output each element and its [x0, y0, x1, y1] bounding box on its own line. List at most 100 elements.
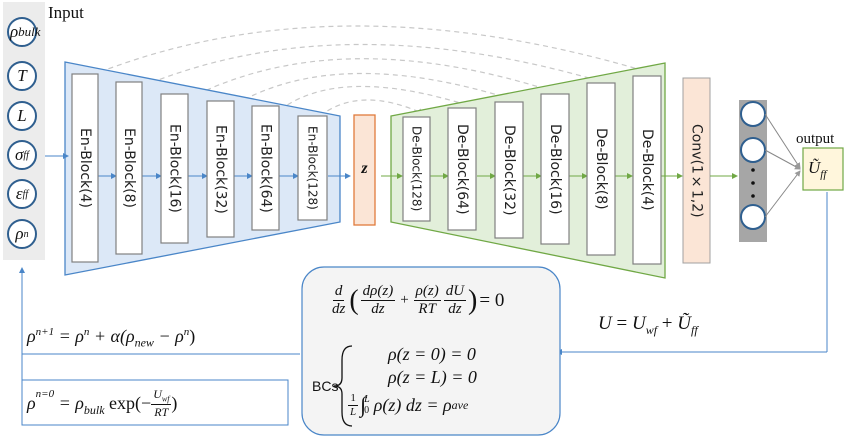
update-equation: ρn+1 = ρn + α(ρnew − ρn): [27, 326, 195, 351]
decoder-block: [447, 107, 477, 231]
eq-term: U: [631, 313, 646, 334]
frac-num: 1: [348, 391, 358, 406]
input-symbol: T: [17, 66, 27, 85]
encoder-block-label: En-Block(64): [257, 123, 274, 213]
output-subscript: ff: [820, 168, 827, 181]
skip-connection: [189, 58, 560, 99]
eq-sup: n: [83, 326, 90, 338]
fc-dot: [751, 181, 755, 185]
input-subscript: ff: [22, 188, 29, 200]
input-title: Input: [48, 3, 84, 22]
integral-upper: L: [364, 394, 370, 405]
eq-term: + α(ρ: [89, 326, 135, 346]
skip-connections: [99, 25, 650, 117]
eq-sub: bulk: [83, 403, 105, 418]
eq-fn: exp(−: [104, 392, 152, 413]
eq-term: ρ: [27, 326, 36, 346]
input-symbol: σ: [15, 145, 24, 164]
frac-num: ρ(z): [413, 283, 441, 301]
encoder-block: [251, 105, 280, 231]
frac-num: dU: [443, 283, 467, 301]
integral-lower: 0: [364, 405, 370, 416]
eq-term: Ũ: [677, 313, 691, 334]
eq-op: =: [611, 313, 632, 334]
latent-label: z: [361, 160, 368, 177]
skip-connection: [99, 25, 650, 74]
frac-den: dz: [332, 301, 346, 317]
input-subscript: bulk: [18, 24, 41, 39]
output-title: output: [796, 131, 835, 147]
decoder-block-label: De-Block(64): [454, 123, 470, 215]
input-subscript: ff: [23, 149, 29, 161]
decoder-block: [402, 116, 431, 222]
eq-term: U: [598, 313, 612, 334]
encoder-block-label: En-Block(16): [166, 124, 183, 213]
frac-den: L: [350, 405, 357, 418]
input-symbol: ε: [15, 184, 23, 203]
encoder-block: [160, 93, 189, 244]
integral-body: ρ(z) dz = ρ: [373, 394, 452, 415]
input-symbol: L: [17, 106, 27, 125]
skip-connection: [279, 85, 472, 111]
frac-num-sub: wf: [161, 394, 170, 404]
frac-num: dρ(z): [360, 283, 396, 301]
skip-connection: [235, 72, 516, 105]
output-symbol: Ũ: [808, 158, 821, 177]
fc-connections: [764, 113, 801, 218]
bcs-brace: [333, 345, 353, 427]
conv-block: [682, 77, 711, 264]
output-label: Ũff: [808, 158, 826, 180]
decoder-block: [540, 93, 570, 245]
input-node: L: [7, 101, 37, 131]
encoder-block-label: En-Block(4): [77, 128, 93, 208]
eq-sub: new: [134, 335, 154, 350]
output-box: [802, 147, 844, 191]
eq-op: ): [171, 392, 178, 413]
eq-term: = ρ: [54, 392, 84, 413]
fc-dot: [751, 168, 755, 172]
encoder-block-label: En-Block(8): [121, 128, 137, 208]
fc-node: [740, 101, 766, 127]
decoder-block: [494, 101, 524, 239]
encoder-block: [206, 100, 235, 238]
eq-sub: wf: [645, 322, 658, 337]
integral-sub: ave: [451, 397, 469, 412]
decoder-block-label: De-Block(128): [409, 126, 424, 212]
frac-den: RT: [154, 405, 169, 420]
frac: ρ(z)RT: [413, 283, 441, 317]
eq-term: − ρ: [153, 326, 184, 346]
latent-block: [353, 114, 376, 226]
conv-label: Conv(1×1,2): [688, 123, 705, 218]
decoder-block-label: De-Block(16): [547, 123, 563, 215]
ode-rhs: = 0: [479, 289, 505, 311]
potential-equation: U = Uwf + Ũff: [598, 313, 698, 338]
eq-term: ρ: [27, 392, 36, 413]
frac-den: dz: [448, 301, 462, 317]
frac-den: dz: [371, 301, 385, 317]
encoder-block-label: En-Block(128): [305, 126, 320, 210]
frac-den: RT: [418, 301, 436, 317]
plus: +: [400, 292, 409, 308]
eq-sup: n=0: [35, 388, 55, 400]
init-box: [21, 379, 289, 426]
frac-num-term: U: [153, 387, 162, 401]
decoder-block: [586, 82, 616, 256]
skip-connection: [319, 99, 426, 117]
input-node: T: [7, 61, 37, 91]
fc-dot: [751, 194, 755, 198]
decoder-block-label: De-Block(32): [501, 124, 517, 216]
eq-sub: ff: [690, 322, 698, 337]
input-superscript: n: [23, 228, 29, 240]
input-symbol: ρ: [15, 224, 24, 243]
bc-1: ρ(z = 0) = 0: [388, 344, 476, 364]
